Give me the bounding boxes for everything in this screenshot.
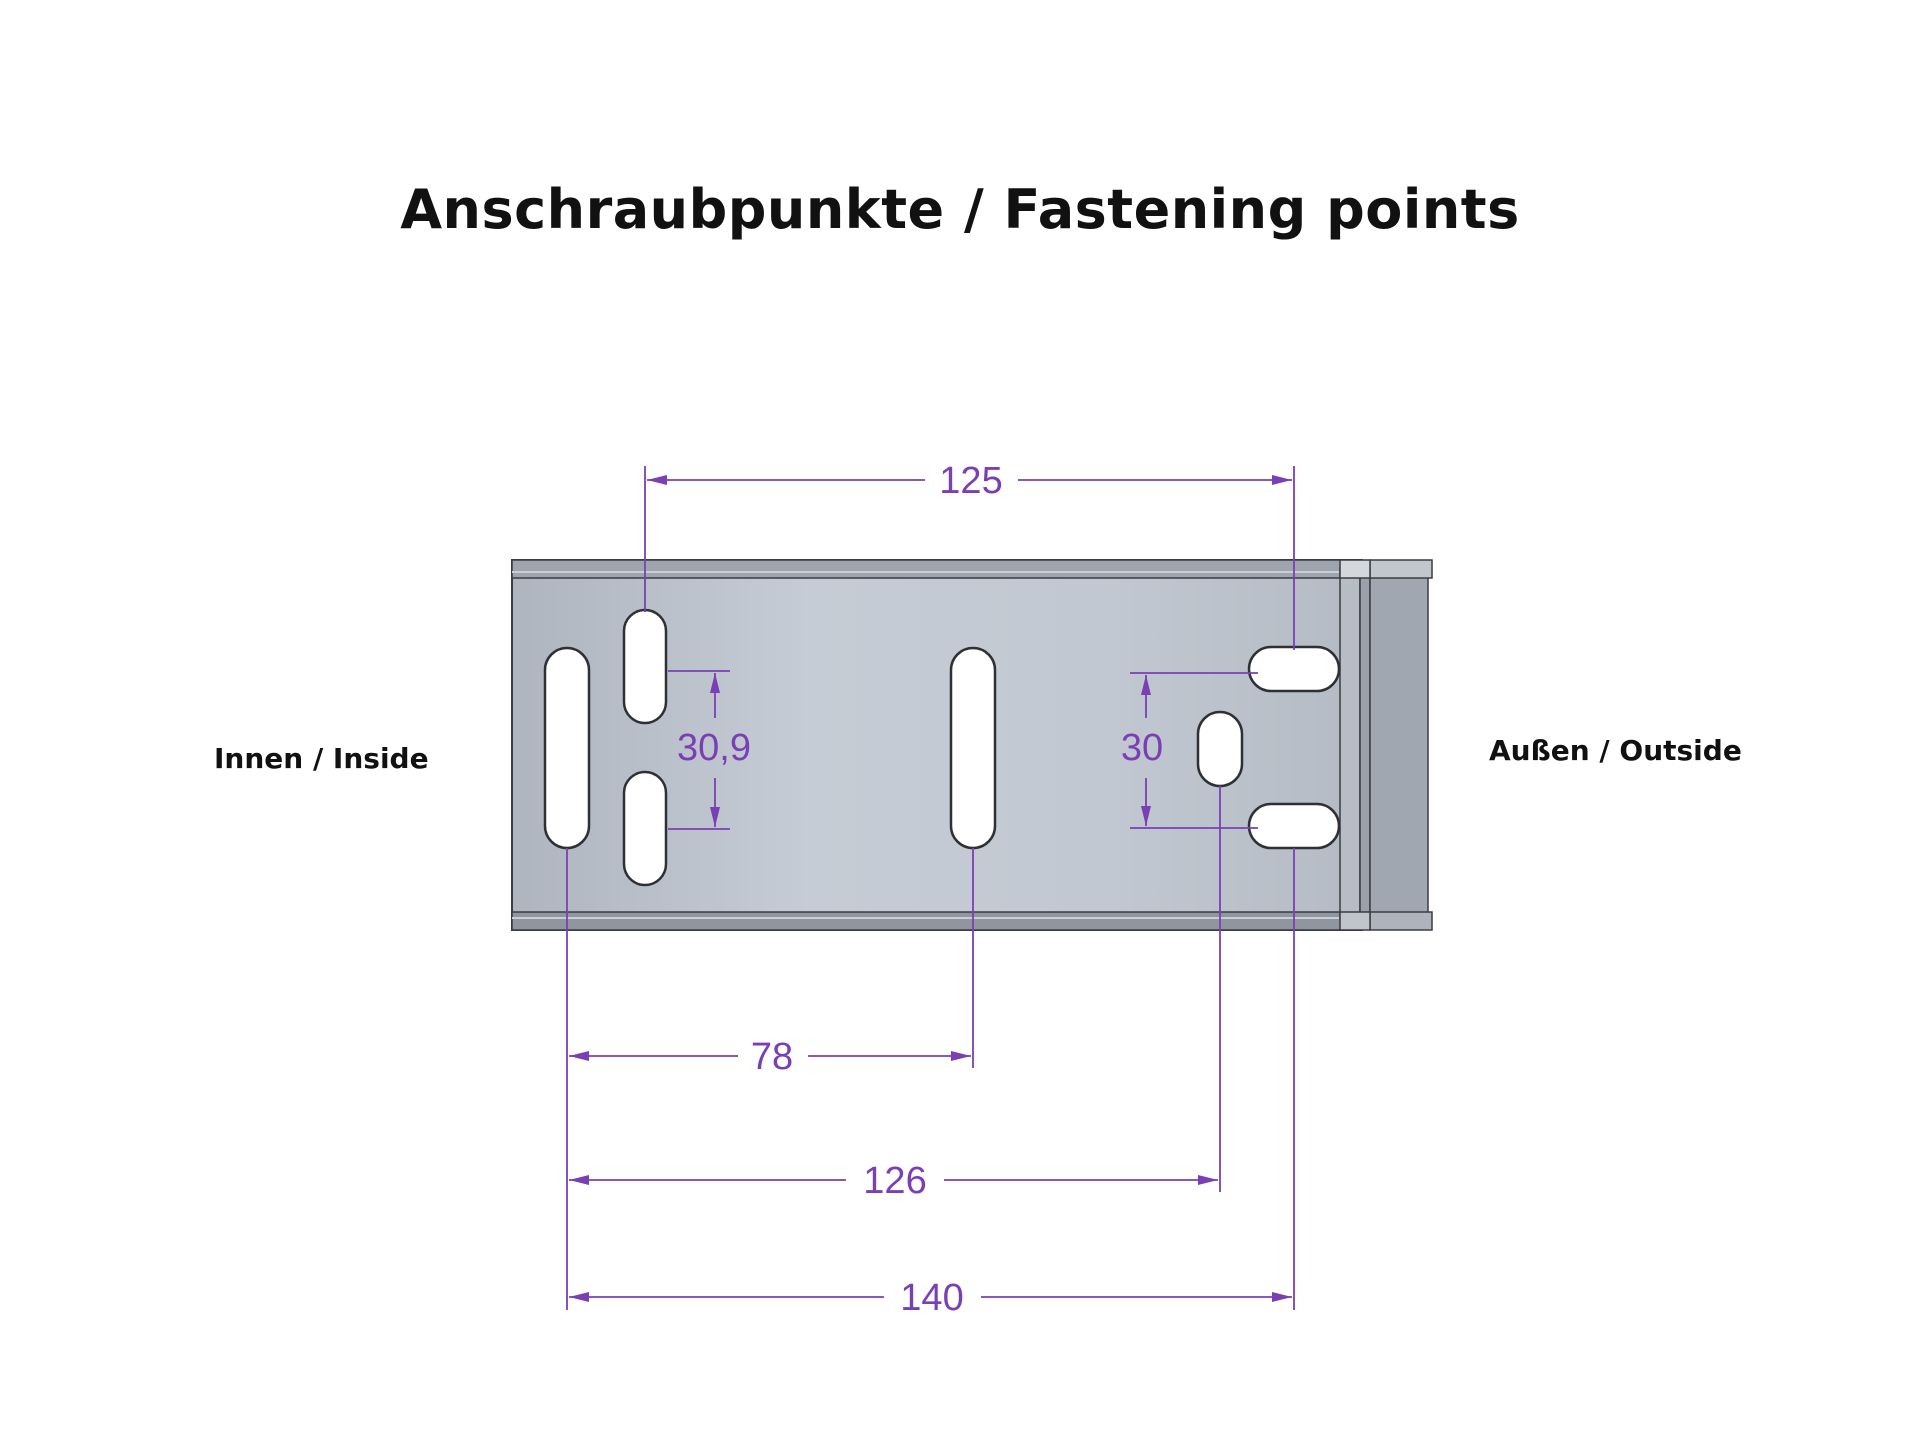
dimension-125: [644, 466, 1295, 650]
slot-right-upper: [1247, 645, 1341, 693]
slot-left-upper: [622, 608, 668, 725]
page-title: Anschraubpunkte / Fastening points: [400, 178, 1520, 241]
hole-right-middle: [1196, 710, 1244, 788]
dimension-30-9: [668, 670, 730, 830]
bracket-end-cap: [1339, 559, 1433, 931]
dimension-140-label: 140: [900, 1277, 963, 1319]
slot-right-lower: [1247, 802, 1341, 850]
slot-left-lower: [622, 770, 668, 887]
dimension-126-label: 126: [863, 1160, 926, 1202]
dimension-30-label: 30: [1121, 727, 1163, 769]
inside-label: Innen / Inside: [214, 742, 429, 775]
dimension-78-label: 78: [751, 1036, 793, 1078]
dimension-125-label: 125: [939, 460, 1002, 502]
dimension-30: [1130, 672, 1258, 829]
outside-label: Außen / Outside: [1489, 734, 1742, 767]
dimension-30-9-label: 30,9: [677, 727, 751, 769]
slot-center-long: [949, 646, 997, 850]
slot-left-long: [543, 646, 591, 850]
